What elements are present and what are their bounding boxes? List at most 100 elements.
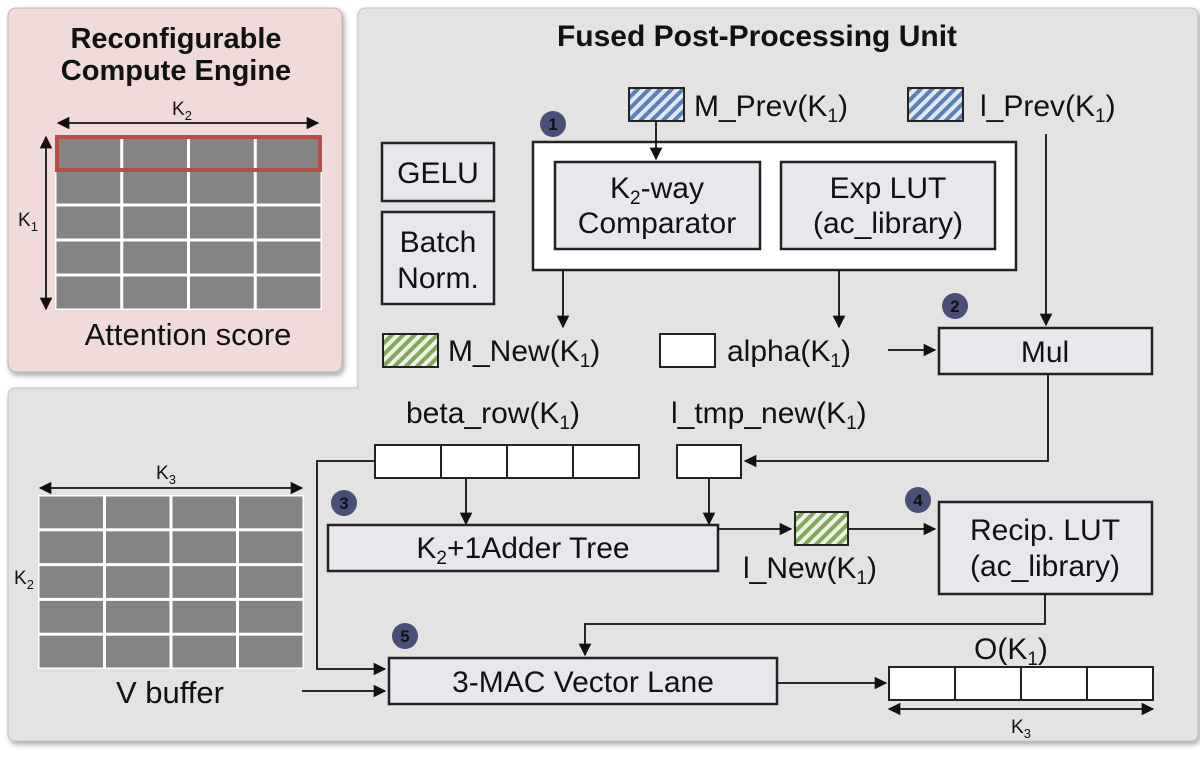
attention-cell [256, 206, 321, 239]
attention-score-caption: Attention score [85, 317, 292, 352]
attention-cell [56, 241, 121, 274]
vbuffer-cell [39, 531, 103, 564]
adder-tree-block [326, 523, 720, 573]
attention-cell [256, 136, 321, 169]
attention-score-grid [55, 135, 322, 310]
attention-cell [256, 276, 321, 309]
l-prev-register [907, 87, 964, 122]
attention-cell [123, 206, 187, 239]
attention-cell [190, 241, 254, 274]
mac-lane-label: 3-MAC Vector Lane [452, 666, 714, 699]
output-register [888, 666, 1154, 701]
attention-cell [123, 171, 187, 204]
attention-cell [123, 136, 187, 169]
l-new-register [794, 511, 849, 546]
output-cell [954, 666, 1022, 701]
output-cell [1020, 666, 1088, 701]
l-prev-label: l_Prev(K1) [980, 90, 1116, 127]
mul-block [937, 326, 1154, 376]
output-cell [888, 666, 956, 701]
highlighted-row [55, 135, 322, 172]
output-k3-label: K3 [1011, 717, 1031, 741]
recip-lut-line1: Recip. LUT [970, 514, 1120, 547]
m-prev-register [628, 87, 685, 122]
attention-cell [256, 241, 321, 274]
vbuffer-grid [38, 495, 304, 669]
m-prev-label: M_Prev(K1) [694, 90, 848, 127]
beta-row-label: beta_row(K1) [406, 397, 580, 434]
recip-to-mac-arrow [578, 594, 1046, 657]
vbuffer-cell [172, 600, 236, 633]
batch-norm-line1: Batch [400, 226, 477, 259]
vbuffer-k2-label: K2 [14, 568, 34, 592]
alpha-label: alpha(K1) [727, 335, 851, 372]
vbuffer-cell [39, 496, 103, 529]
attention-cell [56, 206, 121, 239]
beta-cell [572, 444, 640, 479]
unit-title: Fused Post-Processing Unit [557, 20, 957, 53]
vbuffer-cell [239, 635, 303, 668]
vbuffer-k3-label: K3 [156, 463, 176, 487]
exp-lut-block [779, 160, 997, 251]
recip-lut-line2: (ac_library) [970, 550, 1120, 583]
vbuffer-cell [172, 531, 236, 564]
vbuffer-cell [106, 496, 170, 529]
attention-cell [56, 276, 121, 309]
attention-cell [190, 136, 254, 169]
stage1-badge-number: 1 [548, 115, 557, 134]
stage5-badge [392, 623, 418, 649]
comparator-line1: K2-way [610, 172, 704, 209]
l-tmp-new-register [676, 444, 742, 479]
vbuffer-caption: V buffer [116, 675, 224, 710]
attention-cell [190, 171, 254, 204]
beta-row-register [374, 444, 640, 479]
attention-cell [190, 206, 254, 239]
m-new-label: M_New(K1) [448, 335, 600, 372]
exp-lut-line1: Exp LUT [830, 172, 947, 205]
comparator-line2: Comparator [578, 207, 736, 240]
stage3-badge [331, 490, 357, 516]
alpha-register [659, 333, 716, 368]
stage5-badge-number: 5 [400, 627, 409, 646]
engine-title-line1: Reconfigurable [70, 23, 281, 55]
attention-cell [123, 276, 187, 309]
l-tmp-new-label: l_tmp_new(K1) [671, 397, 867, 434]
l-new-label: l_New(K1) [743, 552, 877, 589]
adder-tree-label: K2+1Adder Tree [416, 532, 629, 569]
beta-cell [440, 444, 508, 479]
vbuffer-cell [106, 566, 170, 598]
stage2-badge [942, 293, 968, 319]
vbuffer-cell [106, 531, 170, 564]
vbuffer-cell [239, 531, 303, 564]
stage4-badge [905, 487, 931, 513]
vbuffer-cell [239, 600, 303, 633]
vbuffer-cell [172, 566, 236, 598]
attention-cell [56, 136, 121, 169]
batch-norm-line2: Norm. [397, 262, 479, 295]
engine-title-line2: Compute Engine [61, 55, 291, 87]
attention-cell [256, 171, 321, 204]
mul-to-ltmp-arrow [743, 374, 1049, 468]
output-label: O(K1) [974, 633, 1048, 670]
vbuffer-cell [39, 635, 103, 668]
attention-cell [123, 241, 187, 274]
attention-cell [190, 276, 254, 309]
beta-cell [506, 444, 574, 479]
mul-label: Mul [1021, 336, 1069, 369]
attention-k1-label: K1 [18, 210, 38, 234]
vbuffer-cell [239, 496, 303, 529]
stage2-badge-number: 2 [950, 297, 959, 316]
beta-cell [374, 444, 442, 479]
beta-to-mac-arrow [316, 460, 387, 676]
mac-lane-block [387, 656, 779, 706]
vbuffer-cell [106, 635, 170, 668]
gelu-label: GELU [397, 157, 479, 190]
vbuffer-cell [106, 600, 170, 633]
attention-k2-label: K2 [172, 99, 192, 123]
vbuffer-cell [239, 566, 303, 598]
vbuffer-cell [172, 635, 236, 668]
batch-norm-block [380, 210, 496, 306]
stage4-badge-number: 4 [913, 491, 923, 510]
vbuffer-cell [172, 496, 236, 529]
